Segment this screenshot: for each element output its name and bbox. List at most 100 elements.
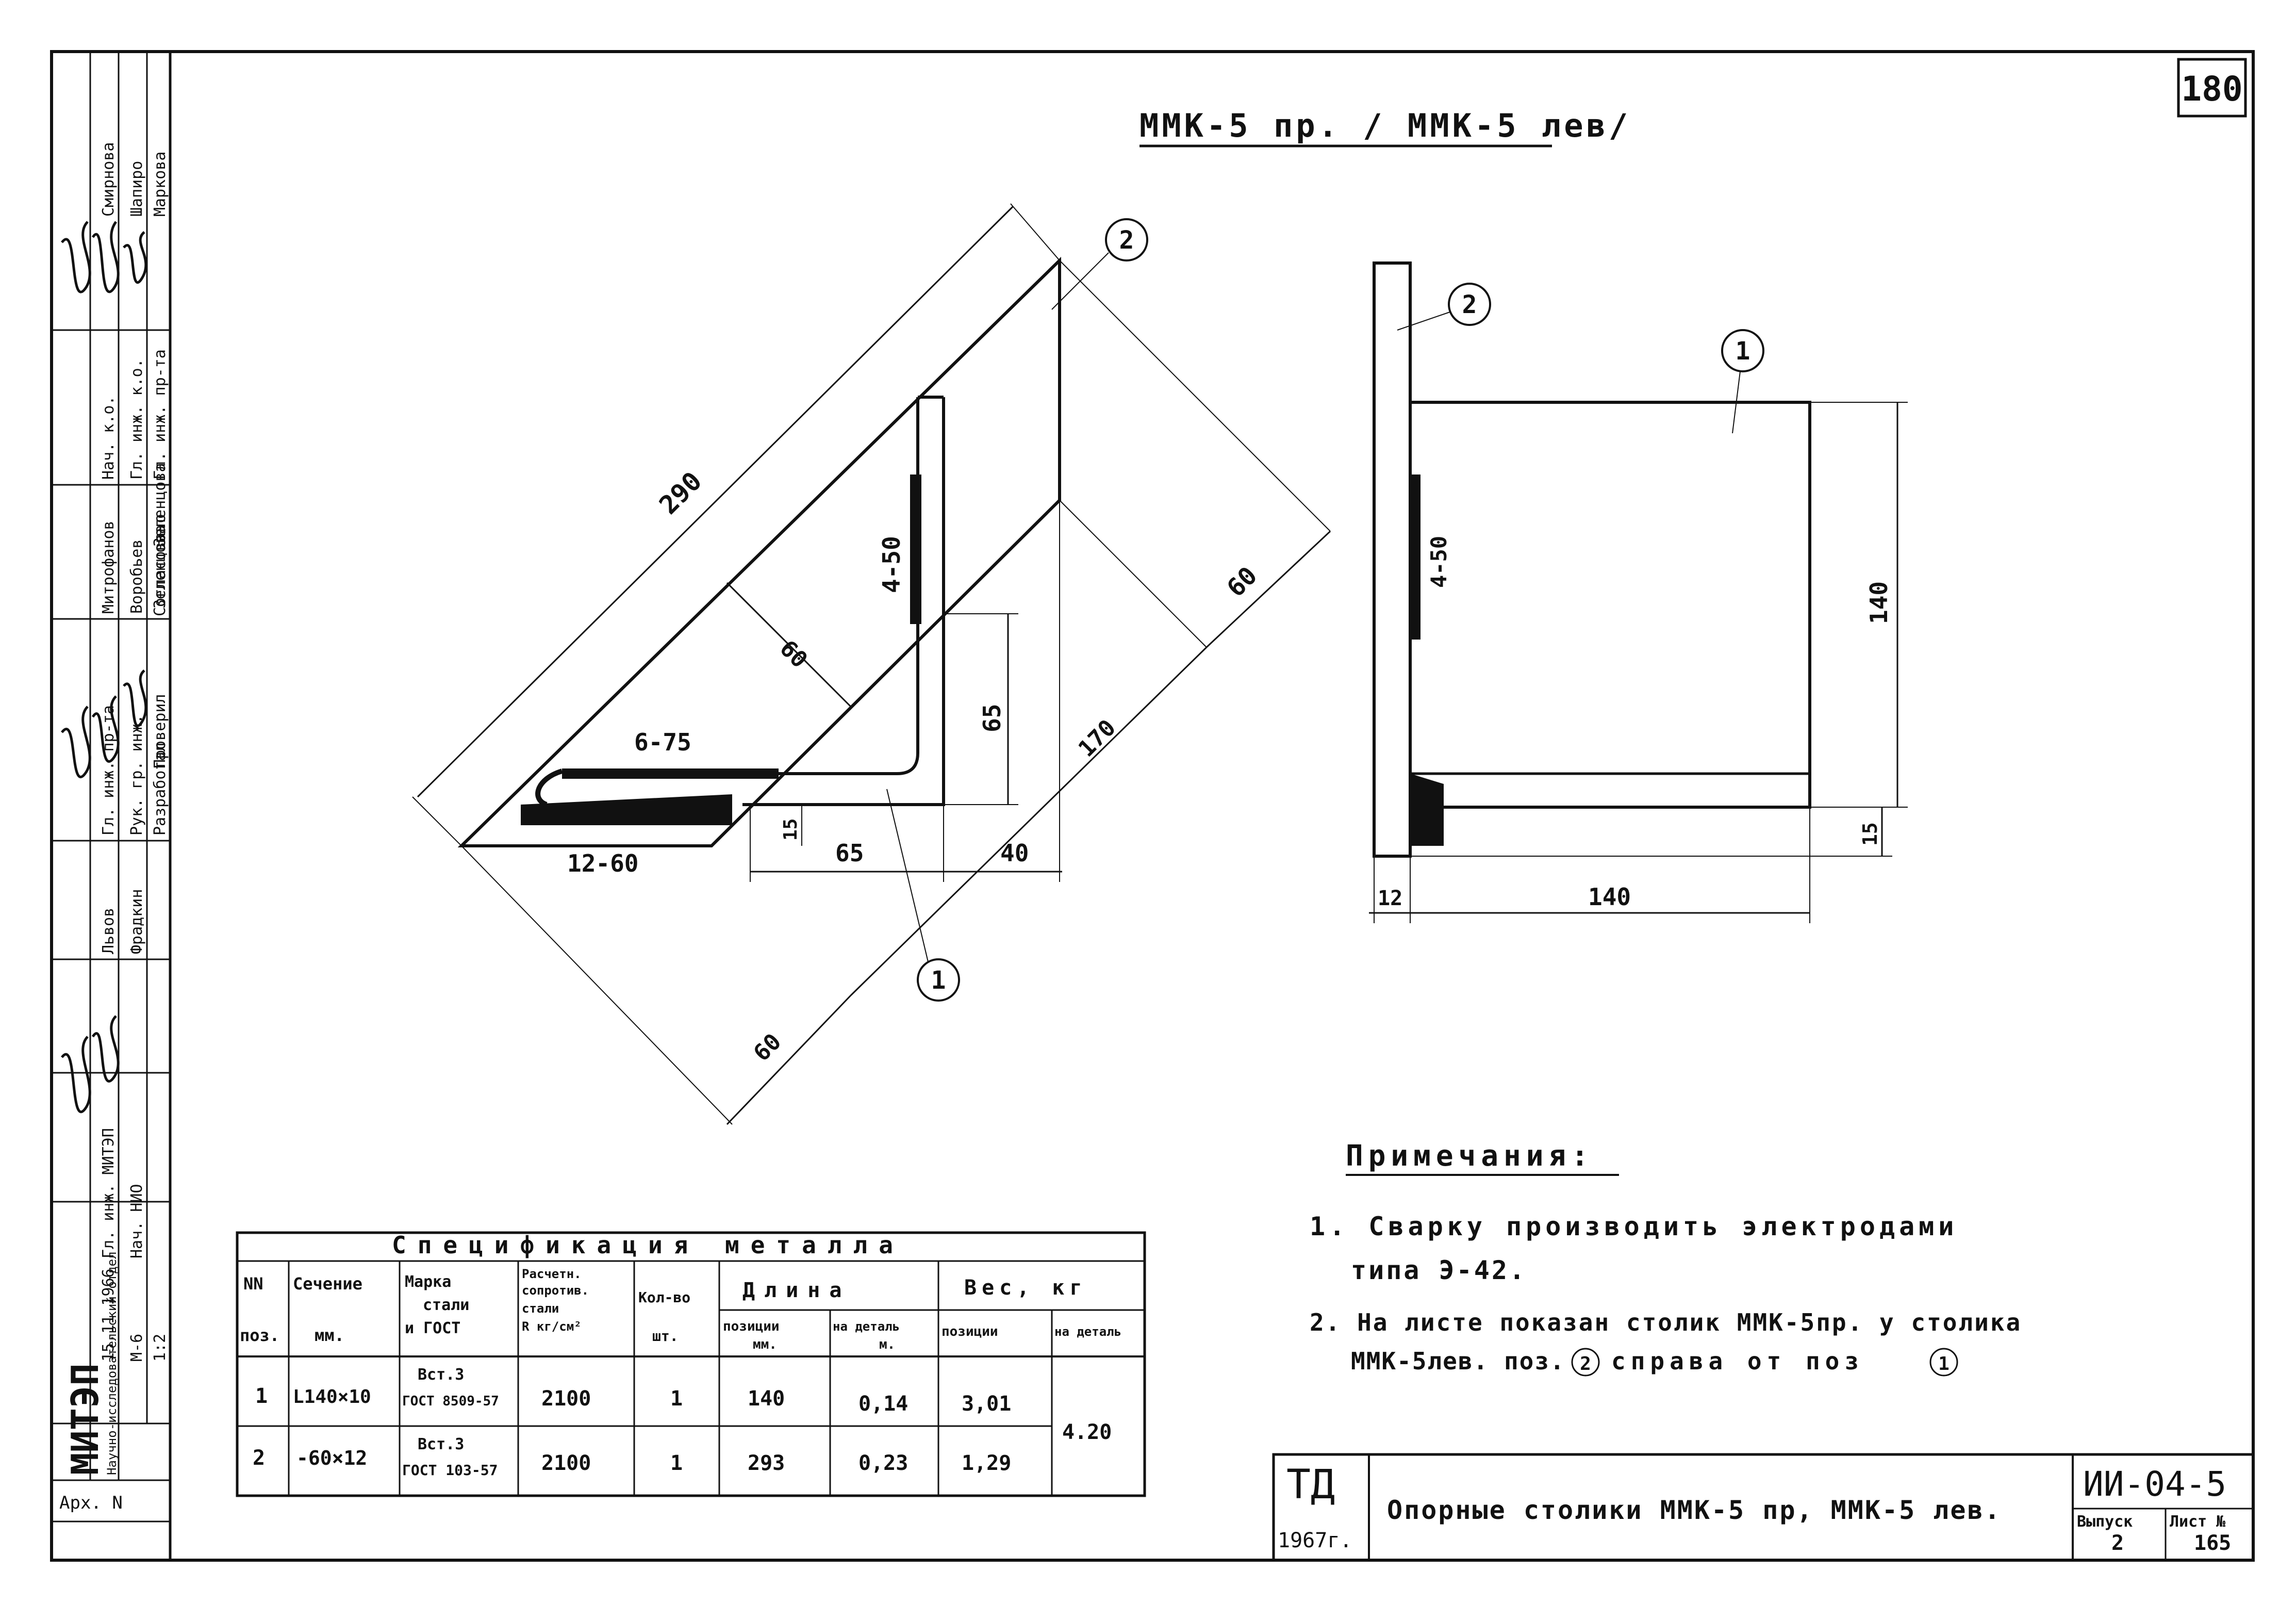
spec-h-rasch1: Расчетн. [522, 1267, 582, 1281]
dim-line-170 [850, 646, 1208, 996]
sidebar-scale: 1:2 [151, 1334, 169, 1362]
dim-170: 170 [1073, 715, 1121, 762]
weld-horizontal [562, 768, 779, 779]
title-block: ТД 1967г. Опорные столики ММК-5 пр, ММК-… [1272, 1453, 2255, 1562]
spec-r2-poz: 2 [253, 1446, 265, 1470]
callout-pos1-right: 1 [1736, 337, 1750, 366]
spec-h-marka1: Марка [405, 1273, 451, 1291]
dim-line-60-bottom2 [726, 994, 852, 1125]
spec-r2-dlpoz: 293 [748, 1451, 785, 1475]
callout-pos1: 1 [931, 966, 946, 995]
spec-r1-marka2: ГОСТ 8509-57 [402, 1394, 499, 1409]
sidebar-role: Согласовано [151, 514, 169, 616]
notes-title: Примечания: [1346, 1139, 1594, 1173]
sidebar-dept: Научно-исследовательский отдел [105, 1252, 119, 1475]
spec-r2-marka2: ГОСТ 103-57 [402, 1462, 498, 1479]
dim-line-60-side2 [1059, 260, 1331, 532]
sidebar-name: Зеленцова [151, 525, 169, 609]
spec-r2-kol: 1 [670, 1451, 683, 1475]
weld-side-vert [1410, 474, 1420, 640]
dim-65-vert: 65 [978, 704, 1006, 732]
dim-60-inner: 60 [774, 635, 813, 674]
note-ref1: 1 [1938, 1353, 1950, 1374]
spec-h-sech2: мм. [315, 1326, 344, 1345]
spec-h-nn: NN [243, 1274, 263, 1294]
left-view: 290 60 60 170 60 65 65 40 15 4-50 6-75 [412, 203, 1331, 1125]
right-view: 4-50 140 15 12 140 2 1 [1369, 261, 1908, 923]
callout-pos2-circle [1105, 218, 1148, 261]
signature [123, 669, 147, 727]
callout-pos1-right-circle [1721, 329, 1764, 372]
sidebar-role: Рук. гр. инж. [128, 714, 146, 836]
dim-15: 15 [780, 819, 801, 841]
sidebar-name: Маркова [151, 152, 169, 217]
note-ref2-circle [1571, 1348, 1600, 1377]
spec-h-ves: Вес, кг [964, 1276, 1087, 1300]
weld-label-4-50-right: 4-50 [1426, 536, 1451, 588]
leader-pos1 [886, 789, 929, 962]
dim-140-vert: 140 [1865, 581, 1893, 624]
spec-h-marka3: и ГОСТ [405, 1319, 460, 1337]
sidebar-name: Фрадкин [128, 889, 146, 954]
dim-65-bottom: 65 [835, 839, 864, 867]
spec-r1-marka1: Вст.3 [418, 1366, 464, 1384]
spec-h-rasch2: сопротив. [522, 1283, 589, 1298]
sidebar-role: Гл. инж. пр-та [151, 349, 169, 480]
spec-ves-det-total: 4.20 [1062, 1420, 1112, 1444]
spec-h-marka2: стали [423, 1296, 469, 1314]
tb-name: Опорные столики ММК-5 пр, ММК-5 лев. [1387, 1495, 2002, 1525]
callout-pos2-right-circle [1448, 283, 1491, 326]
leader-pos2-right [1397, 312, 1450, 331]
spec-table: Спецификация металла NN поз. Сечение мм.… [236, 1231, 1146, 1497]
weld-side-bottom [1410, 774, 1444, 846]
spec-h-rasch4: R кг/см² [522, 1319, 582, 1334]
spec-r1-vespoz: 3,01 [962, 1392, 1011, 1416]
spec-h-sech1: Сечение [293, 1274, 362, 1294]
sidebar-name: Воробьев [128, 539, 146, 614]
spec-table-frame [236, 1231, 1146, 1497]
weld-label-6-75: 6-75 [634, 728, 691, 756]
signature [91, 1015, 120, 1083]
weld-bottom [521, 794, 732, 825]
tb-year: 1967г. [1278, 1529, 1352, 1552]
sidebar-role: Нач. НИО [128, 1184, 146, 1259]
dim-15-right: 15 [1859, 822, 1881, 846]
sidebar-sheet-no: М-6 [128, 1334, 146, 1362]
dim-line-290 [417, 205, 1014, 798]
sheet-frame [50, 50, 2255, 1562]
sidebar-role: Гл. инж. к.о. [128, 358, 146, 480]
note-2c: справа от поз [1611, 1347, 1864, 1375]
signature [61, 221, 91, 293]
spec-r2-marka1: Вст.3 [418, 1435, 464, 1453]
dim-60-side: 60 [1221, 561, 1263, 602]
plate-side [1373, 261, 1412, 858]
tb-td: ТД [1286, 1462, 1335, 1508]
leader-pos1-right [1732, 371, 1741, 434]
sidebar-role: Нач. к.о. [100, 396, 118, 480]
dim-290: 290 [653, 466, 707, 520]
spec-r2-rasch: 2100 [541, 1451, 591, 1475]
spec-h-dlina-poz2: мм. [753, 1337, 777, 1352]
spec-h-ves-det: на деталь [1054, 1324, 1121, 1339]
spec-h-dlina-det2: м. [879, 1337, 895, 1352]
spec-r2-vespoz: 1,29 [962, 1451, 1011, 1475]
spec-h-rasch3: стали [522, 1301, 559, 1316]
dim-line-60-side [1059, 500, 1207, 648]
weld-vertical [910, 474, 921, 624]
spec-h-poz: поз. [240, 1326, 279, 1345]
sidebar-name: Зеленцова [151, 463, 169, 547]
spec-h-kol1: Кол-во [638, 1289, 690, 1306]
page-number-box [2177, 58, 2247, 118]
weld-curve [535, 768, 563, 807]
sidebar-date: 15.11 1966 [100, 1268, 118, 1362]
dim-line-60-bottom [461, 845, 733, 1125]
tb-vypusk-label: Выпуск [2077, 1513, 2133, 1531]
sidebar-name: Шапиро [128, 161, 146, 217]
signature [91, 695, 120, 763]
dim-line-60-side3 [1205, 530, 1331, 648]
title-block-frame [1272, 1453, 2255, 1562]
spec-r2-dldet: 0,23 [858, 1451, 908, 1475]
weld-label-4-50: 4-50 [878, 536, 905, 593]
note-2a: 2. На листе показан столик ММК-5пр. у ст… [1310, 1308, 2022, 1336]
